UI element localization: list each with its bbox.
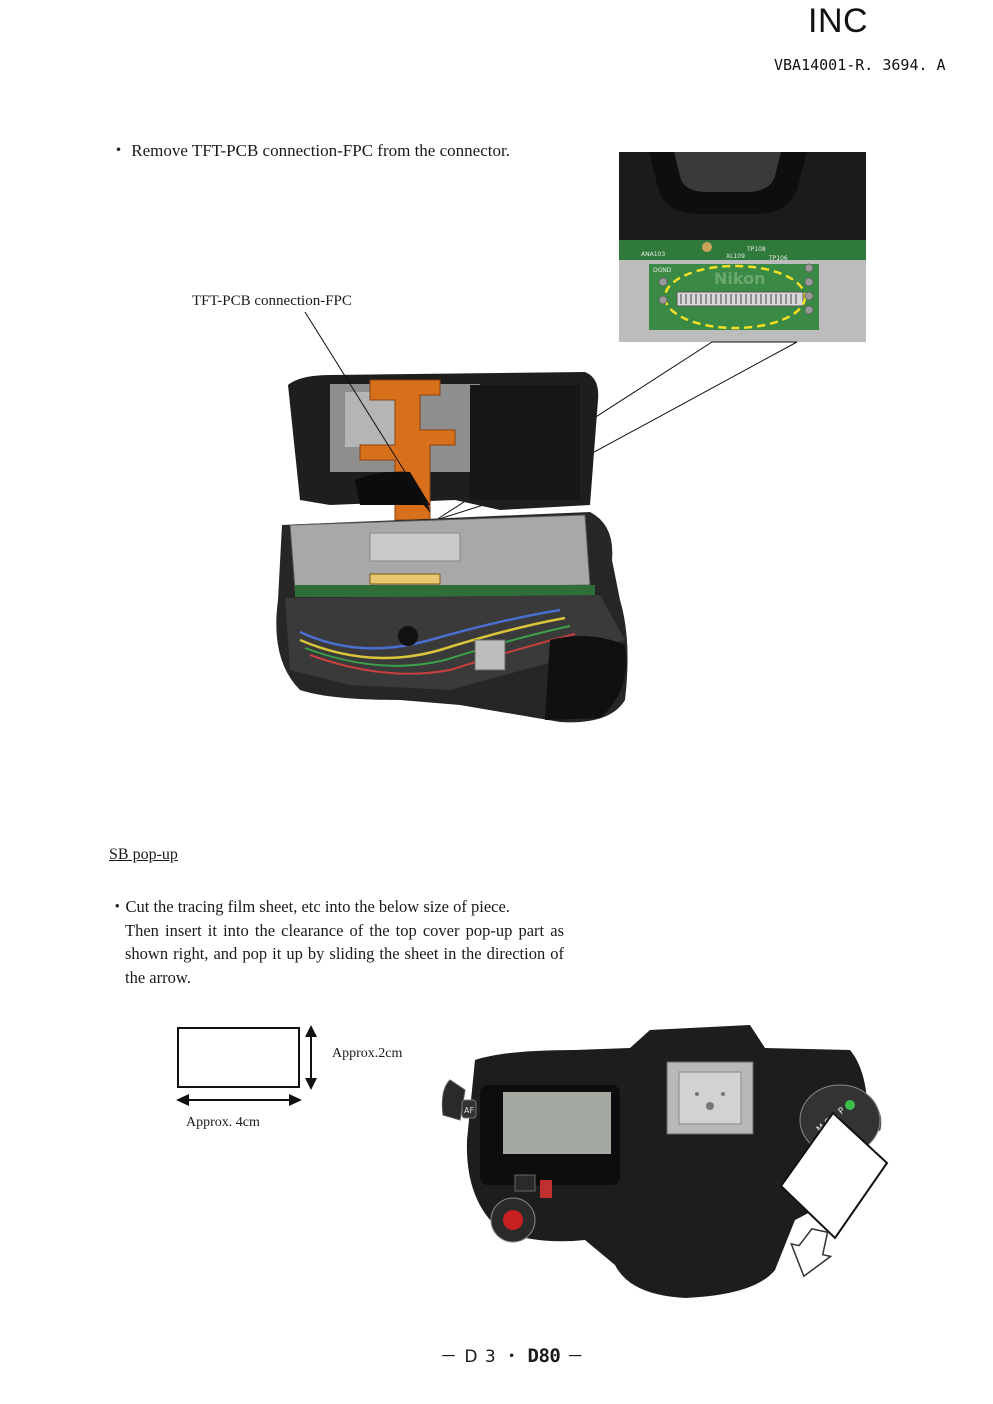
dimension-height-label: Approx.2cm xyxy=(332,1046,403,1061)
sb-popup-instruction-first-line: ・Cut the tracing film sheet, etc into th… xyxy=(109,897,510,916)
dimension-width-label: Approx. 4cm xyxy=(186,1115,260,1130)
tp106-label: TP106 xyxy=(768,255,788,262)
nikon-pcb-logo: Nikon xyxy=(714,269,765,288)
dgnd-label: DGND xyxy=(653,267,672,274)
slide-direction-arrow xyxy=(790,1228,833,1278)
film-sheet-size-diagram xyxy=(176,1025,317,1106)
model-name: D80 xyxy=(527,1345,561,1367)
tp108-label: TP108 xyxy=(746,246,766,253)
xl109-label: XL109 xyxy=(726,253,745,260)
document-number: VBA14001-R. 3694. A xyxy=(774,56,946,74)
camera-disassembly-photo xyxy=(276,311,798,723)
pcb-connector-closeup-photo: ANA103 XL109 TP108 TP106 DGND Nikon xyxy=(619,152,866,342)
page-footer: － D 3 ・ D80 － xyxy=(440,1342,585,1367)
sb-popup-section-title: SB pop-up xyxy=(109,846,178,863)
page-number: － D 3 ・ xyxy=(440,1347,522,1367)
sb-popup-instructions: ・Cut the tracing film sheet, etc into th… xyxy=(109,895,564,989)
af-button-label: AF xyxy=(464,1106,474,1115)
film-sheet-rectangle xyxy=(177,1027,300,1088)
tracing-sheet-inserted xyxy=(779,1111,889,1240)
brand-header: INC xyxy=(808,2,869,40)
footer-suffix: － xyxy=(566,1347,585,1367)
ana103-label: ANA103 xyxy=(641,251,665,258)
camera-top-view-photo: AF M S A P xyxy=(441,1025,889,1298)
fpc-leader-line xyxy=(304,311,431,513)
remove-fpc-instruction: ・ Remove TFT-PCB connection-FPC from the… xyxy=(110,141,510,160)
sb-popup-instruction-rest: Then insert it into the clearance of the… xyxy=(125,920,564,987)
fpc-callout-label: TFT-PCB connection-FPC xyxy=(192,293,352,309)
